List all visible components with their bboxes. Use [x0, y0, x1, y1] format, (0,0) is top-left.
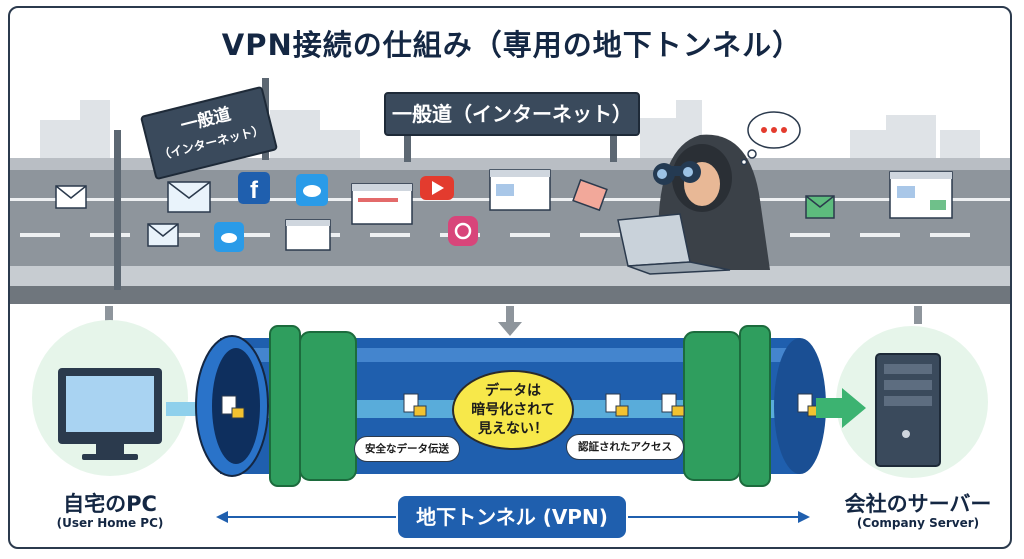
home-pc-sublabel: (User Home PC)	[56, 516, 164, 530]
thought-bubble-icon	[740, 111, 801, 166]
server-label: 会社のサーバー	[844, 492, 992, 516]
lock-icon	[231, 405, 821, 419]
browser-window-icon	[285, 169, 953, 251]
tag-safe-transfer: 安全なデータ伝送	[354, 436, 460, 462]
laptop-icon	[617, 213, 731, 275]
tunnel-ring-left	[269, 325, 357, 487]
binoculars-icon	[653, 161, 701, 185]
page-title: VPN接続の仕組み（専用の地下トンネル）	[221, 28, 803, 62]
city-skyline	[40, 100, 980, 160]
road-sign-internet: 一般道（インターネット）	[384, 92, 640, 136]
tunnel-label: 地下トンネル (VPN)	[398, 496, 626, 538]
home-pc-label: 自宅のPC	[63, 492, 157, 516]
tag-authenticated-access: 認証されたアクセス	[566, 434, 684, 460]
svg-text:f: f	[250, 177, 259, 204]
twitter-icon	[214, 174, 328, 252]
encrypted-speech-bubble: データは 暗号化されて 見えない！	[452, 370, 574, 450]
bubble-line1: データは	[485, 382, 541, 399]
home-pc	[32, 320, 212, 476]
envelope-icon	[55, 178, 835, 247]
server-sublabel: (Company Server)	[856, 516, 980, 530]
instagram-icon	[448, 216, 478, 246]
bidirectional-arrow	[216, 511, 810, 523]
youtube-icon	[420, 176, 454, 200]
company-server	[816, 326, 988, 478]
down-arrows	[97, 306, 922, 336]
tunnel-ring-right	[683, 325, 771, 487]
bubble-line2: 暗号化されて	[471, 401, 555, 418]
facebook-icon: f	[238, 172, 270, 204]
monitor-icon	[58, 368, 162, 460]
bubble-line3: 見えない！	[478, 420, 548, 437]
server-icon	[875, 353, 941, 467]
